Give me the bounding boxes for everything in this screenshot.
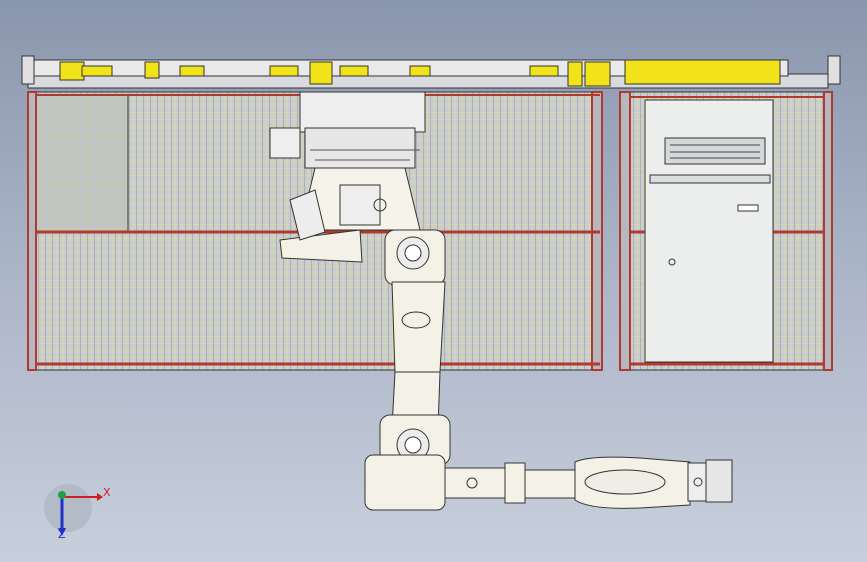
robot-arm[interactable]	[269, 91, 733, 511]
control-cabinet[interactable]	[644, 99, 774, 363]
x-arrow-icon	[97, 493, 103, 501]
x-axis-label: X	[103, 486, 111, 499]
y-axis-icon	[58, 491, 66, 499]
z-arrow-icon	[58, 528, 66, 536]
z-axis-label: Z	[58, 528, 66, 541]
triad-sphere	[44, 484, 92, 532]
gantry-rail[interactable]	[21, 55, 841, 89]
